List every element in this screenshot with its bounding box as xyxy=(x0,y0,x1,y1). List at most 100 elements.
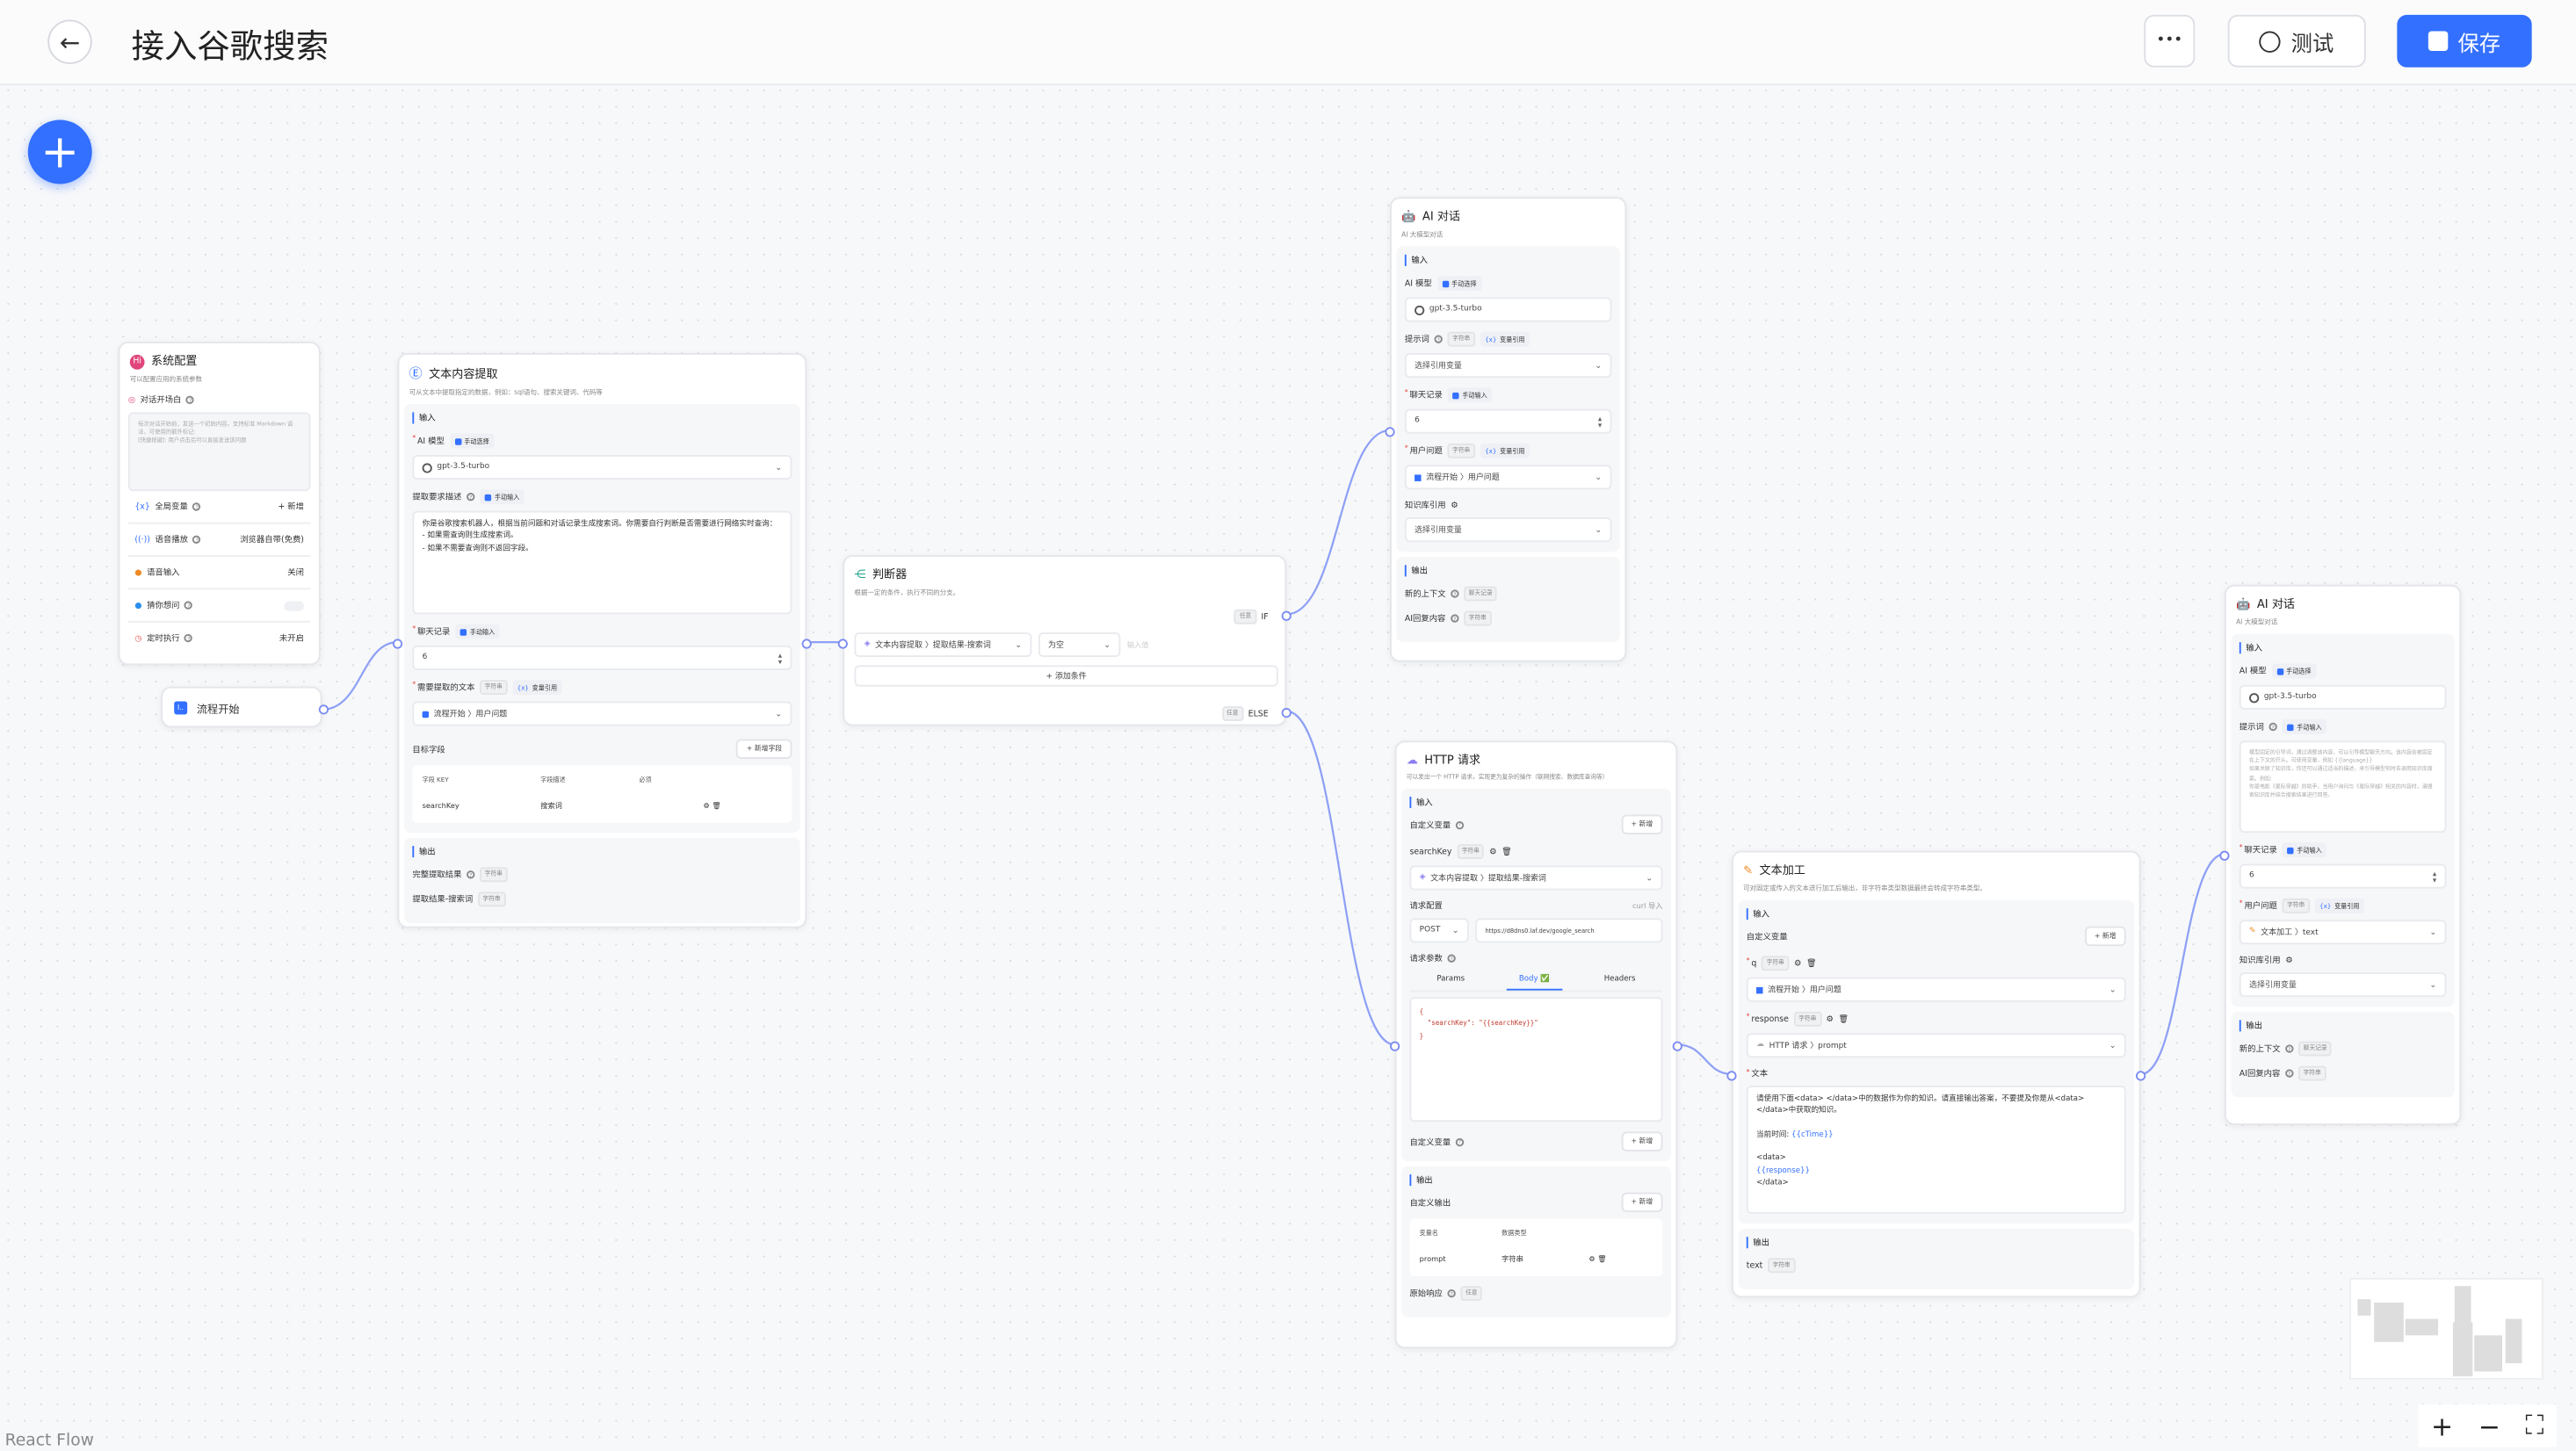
question-select[interactable]: ✎文本加工 〉text⌄ xyxy=(2239,920,2447,945)
source-handle[interactable] xyxy=(801,639,812,649)
gear-icon[interactable]: ⚙ xyxy=(2285,955,2293,965)
method-select[interactable]: POST⌄ xyxy=(1409,918,1469,943)
kb-select[interactable]: 选择引用变量⌄ xyxy=(2239,972,2447,998)
back-button[interactable]: ← xyxy=(47,19,92,64)
trash-icon[interactable]: 🗑 xyxy=(1597,1255,1607,1264)
kb-select[interactable]: 选择引用变量⌄ xyxy=(1404,517,1612,543)
node-flow-start[interactable]: I..流程开始 xyxy=(161,686,329,728)
mode-tag[interactable]: 手动选择 xyxy=(449,433,495,449)
question-select[interactable]: 流程开始 〉用户问题⌄ xyxy=(1404,465,1612,490)
mode-tag[interactable]: {x}变量引用 xyxy=(1480,331,1530,347)
stepper-icon[interactable]: ▲▼ xyxy=(778,651,783,665)
more-button[interactable]: ••• xyxy=(2144,14,2196,68)
curl-import-button[interactable]: curl 导入 xyxy=(1632,902,1663,911)
mode-tag[interactable]: {x}变量引用 xyxy=(512,680,562,696)
gear-icon[interactable]: ⚙ xyxy=(1826,1014,1834,1024)
minimap[interactable] xyxy=(2349,1277,2543,1380)
tab-headers[interactable]: Headers xyxy=(1603,975,1636,985)
target-handle[interactable] xyxy=(1390,1041,1400,1051)
source-handle[interactable] xyxy=(1672,1041,1682,1051)
prompt-textarea[interactable]: 模型固定的引导词，通过调整该内容，可以引导模型聊天方向。该内容会被固定在上下文的… xyxy=(2239,740,2447,834)
add-global-var-button[interactable]: + 新增 xyxy=(278,502,304,513)
add-var-button[interactable]: + 新增 xyxy=(2084,926,2126,947)
target-handle[interactable] xyxy=(1385,427,1395,437)
source-handle[interactable] xyxy=(2136,1071,2146,1081)
desc-textarea[interactable]: 你是谷歌搜索机器人，根据当前问题和对话记录生成搜索词。你需要自行判断是否需要进行… xyxy=(412,510,792,615)
zoom-out-button[interactable]: − xyxy=(2478,1410,2500,1441)
url-input[interactable]: https://d8dns0.laf.dev/google_search xyxy=(1475,918,1663,943)
type-tag: 字符串 xyxy=(477,892,506,907)
gear-icon[interactable]: ⚙ xyxy=(1793,958,1802,969)
model-select[interactable]: gpt-3.5-turbo xyxy=(2239,684,2447,710)
model-select[interactable]: gpt-3.5-turbo xyxy=(1404,297,1612,322)
gear-icon[interactable]: ⚙ xyxy=(1489,846,1497,857)
tab-body[interactable]: Body ✅ xyxy=(1505,971,1563,991)
test-button[interactable]: 测试 xyxy=(2227,14,2366,68)
add-var-button[interactable]: + 新增 xyxy=(1621,1131,1663,1151)
gear-icon[interactable]: ⚙ xyxy=(1588,1255,1596,1264)
var-ref-select[interactable]: 流程开始 〉用户问题⌄ xyxy=(1746,977,2126,1002)
target-handle[interactable] xyxy=(392,639,403,649)
condition-var-select[interactable]: ◈文本内容提取 〉提取结果-搜索词⌄ xyxy=(854,632,1032,657)
mode-tag[interactable]: 手动选择 xyxy=(2271,663,2317,679)
add-output-button[interactable]: + 新增 xyxy=(1621,1192,1663,1213)
history-input[interactable]: 6▲▼ xyxy=(2239,863,2447,889)
mode-tag[interactable]: {x}变量引用 xyxy=(1480,443,1530,458)
mode-tag[interactable]: 手动输入 xyxy=(480,489,525,505)
add-node-button[interactable]: + xyxy=(27,119,92,184)
fit-view-button[interactable]: ⛶ xyxy=(2525,1409,2544,1440)
target-handle[interactable] xyxy=(837,639,848,649)
condition-value-input[interactable]: 输入值 xyxy=(1126,641,1149,650)
trash-icon[interactable]: 🗑 xyxy=(712,802,721,811)
mode-tag[interactable]: 手动输入 xyxy=(2282,719,2327,734)
target-handle[interactable] xyxy=(1726,1071,1737,1081)
mode-tag[interactable]: 手动输入 xyxy=(455,624,500,639)
node-http-request[interactable]: ☁HTTP 请求可以发出一个 HTTP 请求，实现更为复杂的操作（联网搜索、数据… xyxy=(1390,740,1682,1349)
mode-tag[interactable]: 手动选择 xyxy=(1436,276,1482,291)
voice-input-value[interactable]: 关闭 xyxy=(287,568,304,579)
tab-params[interactable]: Params xyxy=(1436,975,1465,985)
gear-icon[interactable]: ⚙ xyxy=(1451,500,1458,510)
mode-tag[interactable]: 手动输入 xyxy=(2282,842,2327,858)
source-handle[interactable] xyxy=(318,704,329,715)
react-flow-attribution[interactable]: React Flow xyxy=(4,1432,94,1451)
else-handle[interactable] xyxy=(1281,707,1292,718)
model-select[interactable]: gpt-3.5-turbo⌄ xyxy=(412,454,792,480)
trash-icon[interactable]: 🗑 xyxy=(1501,846,1512,857)
condition-op-select[interactable]: 为空⌄ xyxy=(1038,632,1121,657)
guess-toggle[interactable] xyxy=(284,600,304,610)
history-label: 聊天记录 xyxy=(416,627,451,638)
gear-icon[interactable]: ⚙ xyxy=(703,802,710,811)
add-field-button[interactable]: + 新增字段 xyxy=(736,739,792,759)
global-vars-label: 全局变量 xyxy=(155,502,188,513)
trash-icon[interactable]: 🗑 xyxy=(1805,958,1817,969)
var-ref-select[interactable]: ☁HTTP 请求 〉prompt⌄ xyxy=(1746,1033,2126,1058)
mode-tag[interactable]: 手动输入 xyxy=(1447,387,1493,403)
if-handle[interactable] xyxy=(1281,610,1292,621)
history-input[interactable]: 6▲▼ xyxy=(412,645,792,670)
field-key: searchKey xyxy=(422,802,459,811)
target-handle[interactable] xyxy=(2219,850,2230,861)
welcome-textarea[interactable]: 每次对话开始前，发送一个初始内容。支持标准 Markdown 语法，可使用的额外… xyxy=(127,412,311,492)
zoom-in-button[interactable]: + xyxy=(2430,1410,2454,1441)
var-ref-select[interactable]: ◈文本内容提取 〉提取结果-搜索词⌄ xyxy=(1409,865,1663,891)
add-var-button[interactable]: + 新增 xyxy=(1621,814,1663,834)
tts-value[interactable]: 浏览器自带(免费) xyxy=(240,535,304,545)
node-text-process[interactable]: ✎文本加工可对固定或传入的文本进行加工后输出，非字符串类型数据最终会转成字符串类… xyxy=(1726,850,2146,1298)
text-editor[interactable]: 请使用下面<data> </data>中的数据作为你的知识。请直接输出答案，不要… xyxy=(1746,1086,2126,1214)
prompt-select[interactable]: 选择引用变量⌄ xyxy=(1404,353,1612,379)
schedule-value[interactable]: 未开启 xyxy=(279,633,304,645)
text-ref-select[interactable]: 流程开始 〉用户问题⌄ xyxy=(412,701,792,726)
body-editor[interactable]: { "searchKey": "{{searchKey}}" } xyxy=(1409,997,1663,1123)
history-input[interactable]: 6▲▼ xyxy=(1404,408,1612,434)
trash-icon[interactable]: 🗑 xyxy=(1838,1014,1849,1024)
add-condition-button[interactable]: + 添加条件 xyxy=(854,665,1278,687)
save-button[interactable]: 保存 xyxy=(2397,14,2532,68)
mode-tag[interactable]: {x}变量引用 xyxy=(2314,898,2365,913)
